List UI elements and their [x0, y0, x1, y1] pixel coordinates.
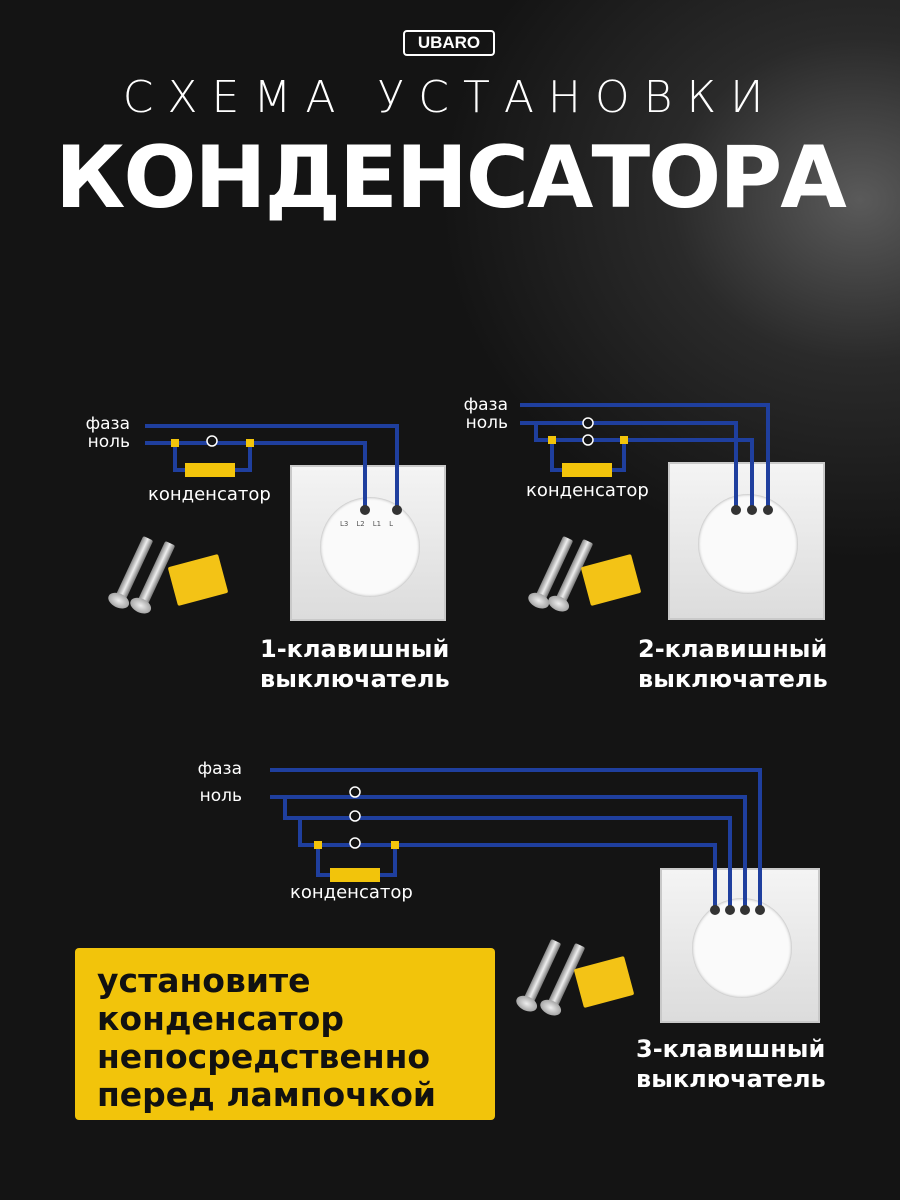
phase-label-1: фаза [85, 414, 130, 434]
phase-label-3: фаза [197, 759, 242, 779]
neutral-label-2: ноль [465, 413, 508, 433]
capacitor-symbol-1 [185, 463, 235, 477]
switch-panel-1 [290, 465, 446, 621]
brand-logo: UBARO [403, 30, 495, 56]
capacitor-label-2: конденсатор [526, 480, 649, 501]
phase-label-2: фаза [463, 395, 508, 415]
capacitor-symbol-2 [562, 463, 612, 477]
neutral-label-3: ноль [199, 786, 242, 806]
capacitor-label-1: конденсатор [148, 484, 271, 505]
lamp-icon [206, 417, 594, 849]
instruction-banner: установите конденсатор непосредственно п… [75, 948, 495, 1120]
page-subtitle: СХЕМА УСТАНОВКИ [122, 72, 778, 123]
capacitor-label-3: конденсатор [290, 882, 413, 903]
neutral-label-1: ноль [87, 432, 130, 452]
page-title: КОНДЕНСАТОРА [55, 128, 847, 228]
capacitor-symbol-3 [330, 868, 380, 882]
switch-panel-3 [660, 868, 820, 1023]
terminal-labels: L3 L2 L1 L [340, 520, 393, 528]
